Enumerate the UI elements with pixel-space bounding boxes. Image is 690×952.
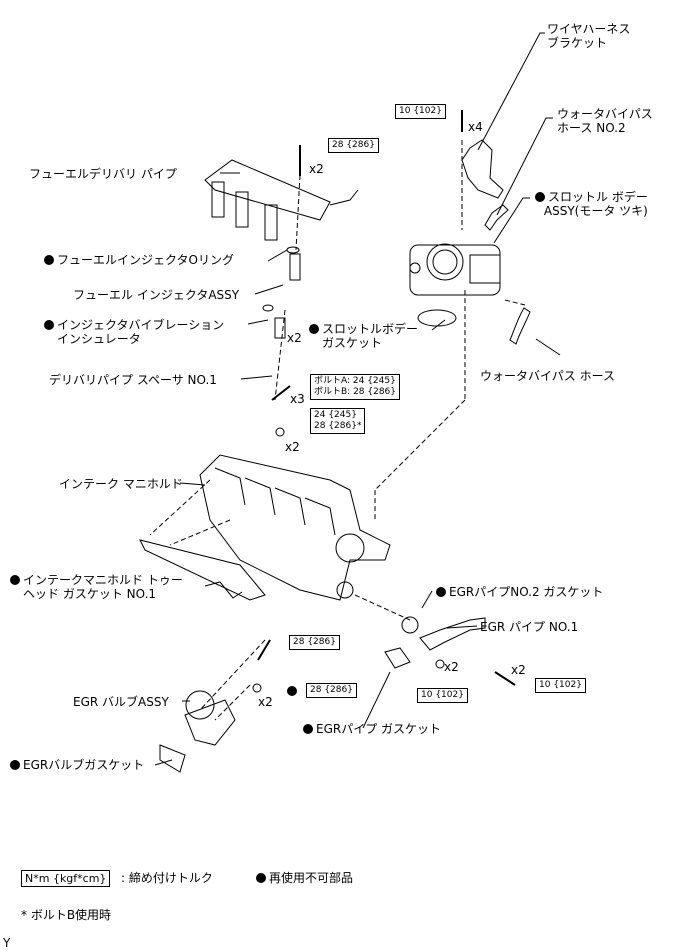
egr-valve-nut-shape [252, 683, 262, 693]
torque-bolt-ab: ボルトA: 24 {245}ボルトB: 28 {286} [310, 374, 401, 400]
bypass-hose-no2-shape [484, 204, 509, 231]
label-egr-no2-gasket: EGRパイプNO.2 ガスケット [436, 585, 603, 599]
leader-spacer [240, 375, 273, 380]
leader-injector [254, 284, 284, 295]
non-reusable-dot [287, 686, 297, 696]
label-water-bypass-hose: ウォータバイパス ホース [480, 369, 615, 383]
non-reusable-dot [436, 587, 446, 597]
torque-10-egr-nut: 10 {102} [417, 688, 468, 703]
leader-intake-manifold [179, 482, 206, 486]
leader-wire-bracket [477, 32, 545, 151]
label-egr-valve: EGR バルブASSY [73, 695, 169, 709]
egr-nut-shape [435, 659, 445, 669]
qty-x2-egr-valve-nut: x2 [258, 695, 273, 709]
torque-28-egr-nut: 28 {286} [306, 683, 357, 698]
egr-no2-gasket-shape [401, 616, 419, 634]
wire-harness-bracket-shape [461, 139, 504, 199]
egr-valve-gasket-shape [159, 744, 186, 773]
label-egr-pipe-gasket: EGRパイプ ガスケット [303, 722, 441, 736]
non-reusable-dot [256, 873, 266, 883]
qty-x3: x3 [290, 392, 305, 406]
torque-28-delivery: 28 {286} [328, 138, 379, 153]
leader-im-gasket [204, 581, 243, 599]
label-bypass-hose-no2: ウォータバイパスホース NO.2 [557, 107, 653, 135]
label-egr-pipe: EGR パイプ NO.1 [480, 620, 579, 634]
leader-egr-pipe-gasket [362, 671, 391, 729]
label-vibration-insulator: インジェクタバイブレーションインシュレータ [44, 318, 224, 346]
egr-valve-shape [184, 690, 236, 746]
leader-bypass-hose-no2 [496, 117, 553, 216]
label-egr-valve-gasket: EGRバルブガスケット [10, 758, 144, 772]
legend-non-reusable: 再使用不可部品 [256, 871, 353, 885]
egr-valve-bolt-shape [257, 639, 271, 661]
qty-x2-nut: x2 [285, 440, 300, 454]
non-reusable-dot [44, 320, 54, 330]
non-reusable-dot [10, 760, 20, 770]
non-reusable-dot [44, 255, 54, 265]
label-injector-o-ring: フューエルインジェクタOリング [44, 253, 234, 267]
label-intake-manifold: インテーク マニホルド [59, 477, 183, 491]
leader-egr-pipe [446, 625, 478, 629]
injector-shape [289, 253, 301, 281]
corner-mark: Y [3, 936, 11, 950]
egr-pipe-gasket-shape [384, 647, 411, 669]
egr-bolt-shape [494, 671, 516, 686]
throttle-body-shape [409, 243, 501, 296]
legend-unit-text: : 締め付けトルク [121, 871, 213, 885]
qty-x2-egr-pipe-nut: x2 [444, 660, 459, 674]
legend-unit-box: N*m {kgf*cm} [21, 870, 111, 887]
label-throttle-gasket: スロットルボデーガスケット [309, 322, 418, 350]
leader-tb-gasket [431, 319, 446, 331]
throttle-gasket-shape [417, 309, 457, 327]
non-reusable-dot [309, 324, 319, 334]
spacer-shape [274, 317, 286, 339]
label-wire-harness-bracket: ワイヤハーネスブラケット [547, 22, 631, 50]
insulator-shape [262, 304, 274, 312]
egr-pipe-shape [419, 617, 486, 651]
torque-28-egr-bolt: 28 {286} [289, 635, 340, 650]
label-fuel-delivery-pipe: フューエルデリバリ パイプ [29, 167, 177, 181]
label-fuel-injector: フューエル インジェクタASSY [73, 288, 240, 302]
bypass-hose-shape [509, 307, 531, 345]
bolt-x3 [271, 385, 291, 401]
legend-note: * ボルトB使用時 [21, 908, 112, 922]
egr-nut-torque [287, 684, 300, 698]
leader-bypass-hose [535, 338, 561, 356]
non-reusable-dot [535, 192, 545, 202]
non-reusable-dot [303, 724, 313, 734]
label-im-gasket: インテークマニホルド トゥーヘッド ガスケット NO.1 [10, 573, 183, 601]
leader-insulator [247, 319, 269, 325]
delivery-pipe-shape [204, 145, 359, 241]
qty-x4: x4 [468, 120, 483, 134]
im-gasket-shape [139, 539, 266, 601]
qty-x2-delivery: x2 [309, 162, 324, 176]
leader-egr-no2-gasket [421, 590, 433, 609]
intake-manifold-shape [199, 454, 391, 601]
qty-x2-insulator: x2 [287, 331, 302, 345]
leader-throttle-body [493, 197, 530, 244]
torque-10-egr-bolt: 10 {102} [535, 678, 586, 693]
torque-10-top: 10 {102} [395, 104, 446, 119]
o-ring-shape [286, 246, 300, 254]
nut-x2 [275, 427, 285, 437]
label-delivery-pipe-spacer: デリバリパイプ スペーサ NO.1 [49, 373, 217, 387]
leader-o-ring [267, 249, 288, 262]
qty-x2-egr-bolt: x2 [511, 663, 526, 677]
torque-nut: 24 {245}28 {286}* [310, 408, 366, 434]
non-reusable-dot [10, 575, 20, 585]
